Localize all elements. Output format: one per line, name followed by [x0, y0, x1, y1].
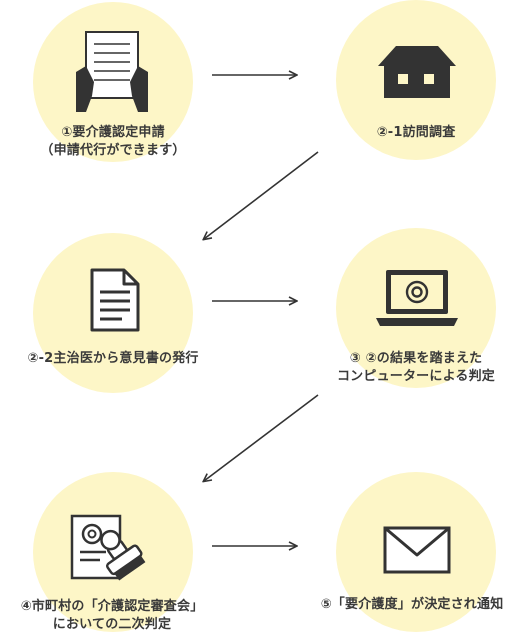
step-label-line: （申請代行ができます） [40, 143, 186, 158]
arrow-4-to-5 [204, 394, 319, 481]
document-icon [90, 268, 140, 332]
step-label-line: においての二次判定 [52, 617, 172, 632]
step-label: ④市町村の「介護認定審査会」 においての二次判定 [0, 598, 226, 634]
step-label-line: ②-2主治医から意見書の発行 [27, 351, 199, 366]
arrow-2-to-3 [204, 151, 319, 239]
step-label-line: ⑤「要介護度」が決定され通知 [320, 597, 504, 612]
step-label: ③ ②の結果を踏まえた コンピューターによる判定 [316, 350, 516, 386]
step-label-line: ①要介護認定申請 [61, 125, 165, 140]
application-form-icon [76, 31, 148, 112]
step-label-line: ④市町村の「介護認定審査会」 [20, 599, 204, 614]
step-label-line: ②-1訪問調査 [376, 125, 456, 140]
step-label: ②-2主治医から意見書の発行 [4, 350, 222, 368]
house-icon [378, 46, 456, 98]
laptop-icon [376, 270, 458, 326]
step-label-line: ③ ②の結果を踏まえた [349, 351, 483, 366]
step-label: ⑤「要介護度」が決定され通知 [300, 596, 524, 614]
step-label: ①要介護認定申請 （申請代行ができます） [13, 124, 213, 160]
step-label: ②-1訪問調査 [316, 124, 516, 142]
envelope-icon [383, 526, 451, 574]
step-label-line: コンピューターによる判定 [336, 369, 495, 384]
stamp-icon [70, 514, 146, 581]
